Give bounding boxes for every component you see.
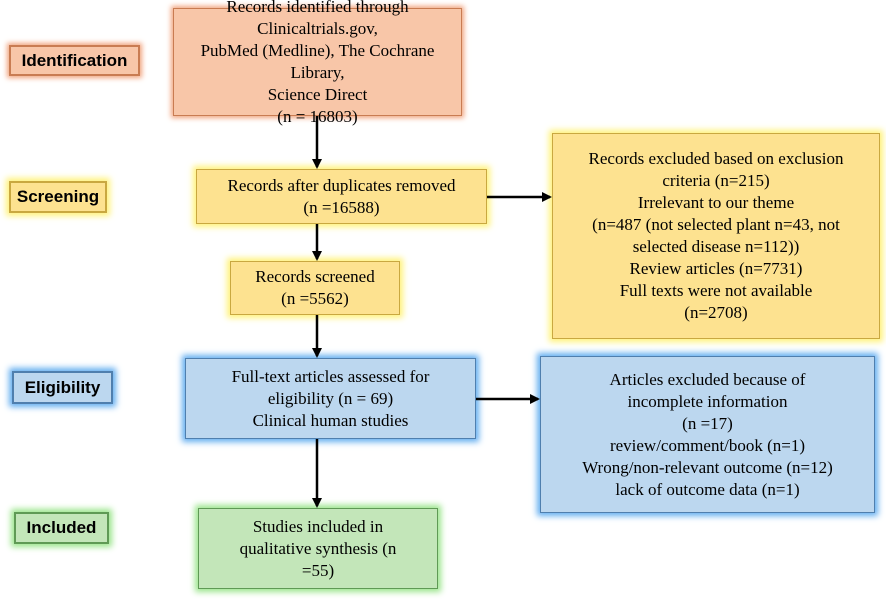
stage-label-screening: Screening [9,181,107,213]
box-duplicates-removed: Records after duplicates removed (n =165… [196,169,487,224]
box-records-screened: Records screened (n =5562) [230,261,400,315]
box-line: incomplete information [627,391,788,411]
stage-label-included: Included [14,512,109,544]
box-line: (n=487 (not selected plant n=43, not [592,215,840,234]
box-line: Clinical human studies [252,410,409,430]
stage-label-identification: Identification [9,45,140,76]
box-studies-included: Studies included in qualitative synthesi… [198,508,438,589]
box-records-excluded-screening: Records excluded based on exclusion crit… [552,133,880,339]
box-line: selected disease n=112)) [632,237,800,256]
stage-label-eligibility: Eligibility [12,371,113,404]
box-line: Wrong/non-relevant outcome (n=12) [582,457,833,477]
box-line: qualitative synthesis (n [239,538,397,558]
box-line: Review articles (n=7731) [629,259,803,278]
box-line: (n=2708) [684,303,748,322]
box-line: Full texts were not available [619,281,813,300]
box-line: (n =16588) [303,197,380,217]
box-line: =55) [301,560,335,580]
box-line: PubMed (Medline), The Cochrane Library, [200,41,435,82]
box-line: Irrelevant to our theme [637,193,795,212]
box-line: Full-text articles assessed for [231,366,430,386]
box-articles-excluded-eligibility: Articles excluded because of incomplete … [540,356,875,513]
box-line: Records screened [255,267,375,286]
box-line: Articles excluded because of [609,369,806,389]
box-line: Science Direct [267,85,368,104]
box-line: Records after duplicates removed [227,175,456,195]
box-line: lack of outcome data (n=1) [615,479,800,499]
box-line: (n =5562) [281,289,349,308]
box-records-identified: Records identified through Clinicaltrial… [173,0,462,126]
box-line: (n =17) [682,413,733,433]
box-line: review/comment/book (n=1) [609,435,806,455]
box-full-text-assessed: Full-text articles assessed for eligibil… [185,358,476,439]
box-line: criteria (n=215) [662,171,770,190]
box-line: Studies included in [252,516,384,536]
box-line: Records excluded based on exclusion [588,149,844,168]
box-line: eligibility (n = 69) [267,388,394,408]
box-line: Records identified through Clinicaltrial… [226,0,409,38]
